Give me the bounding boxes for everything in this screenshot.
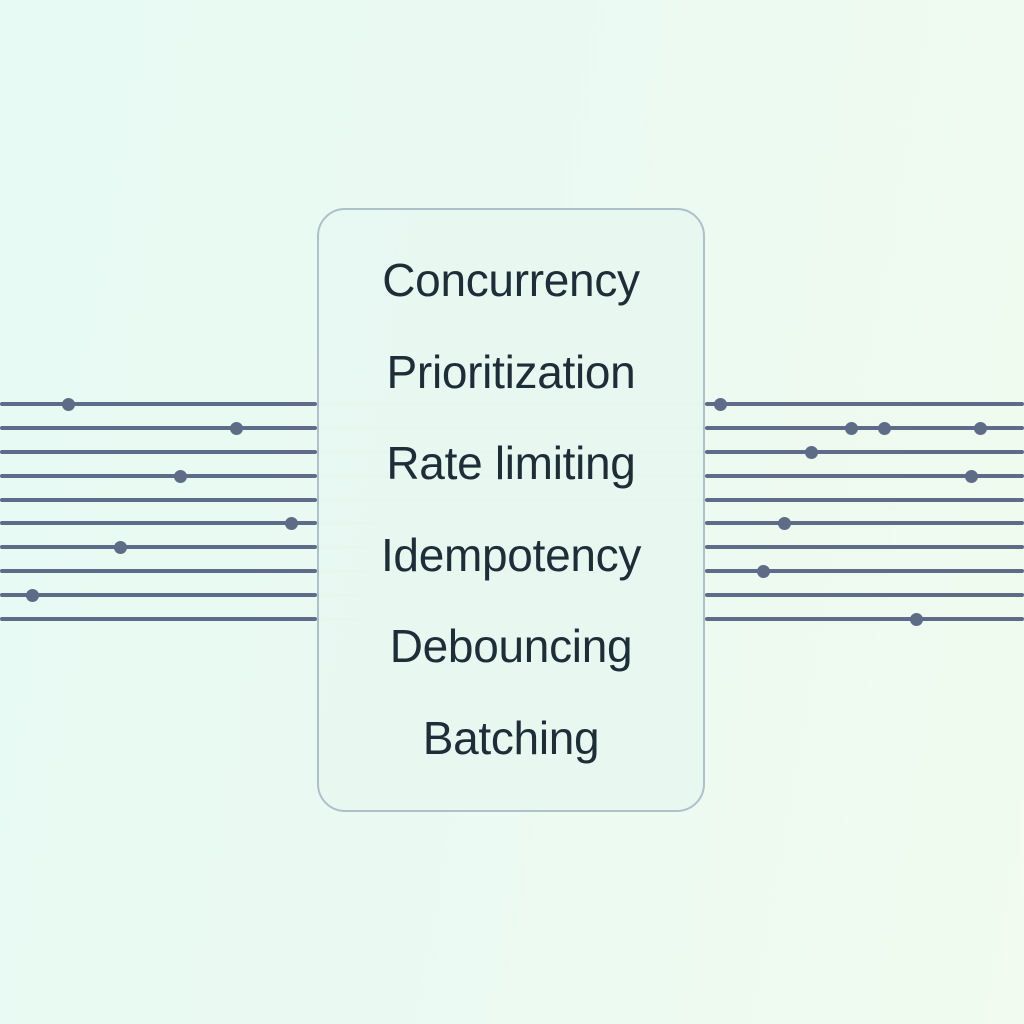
flow-dot-right-0-0 [713,397,727,411]
flow-line-right-5 [705,521,1024,525]
flow-dot-right-9-0 [909,612,923,626]
flow-line-left-9 [0,617,317,621]
card-item-idempotency: Idempotency [380,528,642,581]
card-item-rate-limiting: Rate limiting [386,437,636,490]
flow-dot-left-1-0 [229,421,243,435]
card-item-prioritization: Prioritization [386,345,636,398]
flow-line-right-3 [705,474,1024,478]
flow-line-left-1 [0,426,317,430]
flow-dot-right-2-0 [804,445,818,459]
flow-dot-left-5-0 [284,516,298,530]
card-item-concurrency: Concurrency [382,254,640,306]
flow-line-left-4 [0,498,317,502]
flow-line-right-2 [705,450,1024,454]
card-item-debouncing: Debouncing [389,620,633,673]
flow-line-right-4 [705,498,1024,502]
flow-dot-left-6-0 [113,540,127,554]
flow-line-right-0 [705,402,1024,406]
card-item-batching: Batching [422,711,600,764]
flow-dot-left-8-0 [25,588,39,602]
flow-line-left-8 [0,593,317,597]
flow-dot-right-3-0 [964,469,978,483]
flow-line-right-9 [705,617,1024,621]
flow-dot-right-1-2 [973,421,987,435]
flow-dot-right-5-0 [777,516,791,530]
flow-line-left-6 [0,545,317,549]
flow-dot-right-1-0 [844,421,858,435]
flow-dot-right-1-1 [877,421,891,435]
flow-line-right-7 [705,569,1024,573]
flow-line-left-2 [0,450,317,454]
flow-line-left-7 [0,569,317,573]
flow-line-left-3 [0,474,317,478]
flow-line-right-6 [705,545,1024,549]
flow-line-left-0 [0,402,317,406]
flow-line-right-1 [705,426,1024,430]
flow-line-left-5 [0,521,317,525]
flow-dot-left-0-0 [61,397,75,411]
concepts-card: Concurrency Prioritization Rate limiting… [317,208,705,812]
flow-dot-left-3-0 [173,469,187,483]
flow-dot-right-7-0 [756,564,770,578]
flow-line-right-8 [705,593,1024,597]
